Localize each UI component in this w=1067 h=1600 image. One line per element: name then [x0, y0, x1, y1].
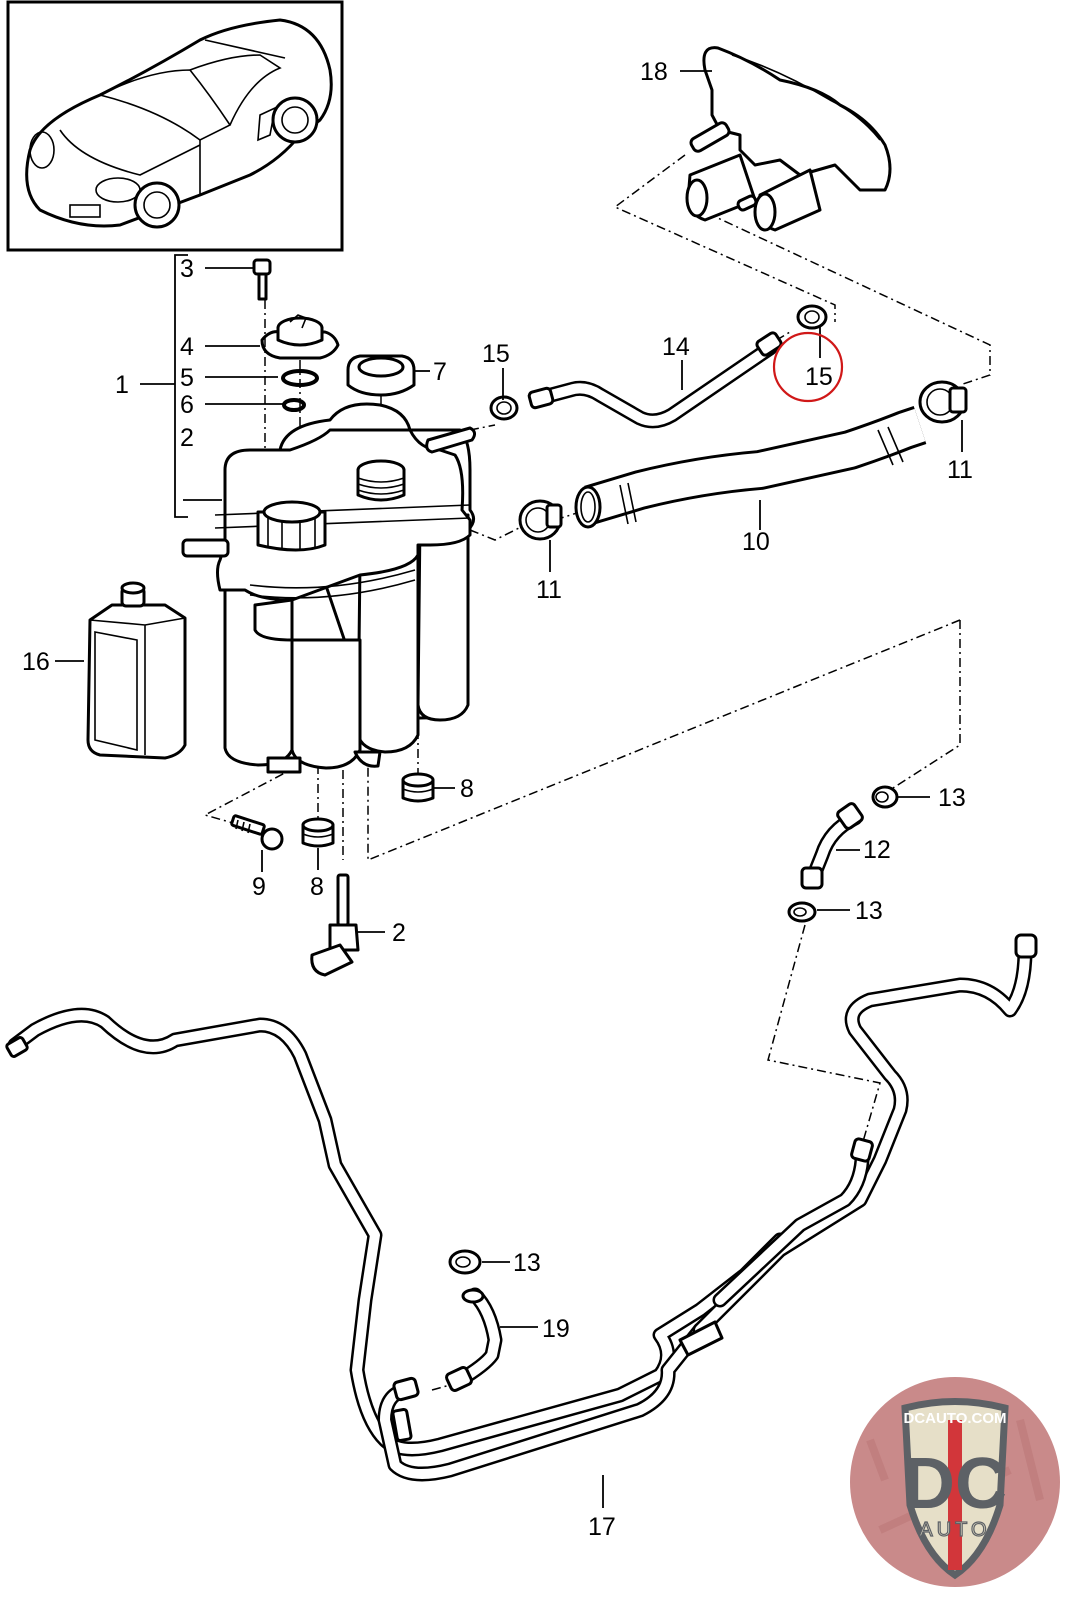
car-icon: [25, 18, 333, 229]
part-13-clamp-lower[interactable]: [448, 1249, 510, 1275]
callout-8-right: 8: [460, 775, 474, 803]
part-11-clamp-right[interactable]: [918, 380, 968, 452]
part-8-grommet-left[interactable]: [301, 817, 335, 870]
part-15-clamp-right[interactable]: [796, 304, 828, 358]
part-4-sensor-flange[interactable]: [205, 314, 340, 360]
callout-10: 10: [742, 528, 770, 556]
part-2-expansion-tank[interactable]: [181, 402, 477, 774]
callout-11-right: 11: [947, 456, 973, 484]
part-9-mounting-bolt[interactable]: [230, 814, 284, 872]
part-2-level-sensor[interactable]: [310, 873, 385, 977]
callout-14: 14: [662, 333, 690, 361]
part-14-vent-hose[interactable]: [527, 331, 783, 429]
logo-stripe: [948, 1420, 962, 1570]
part-19-hose[interactable]: [445, 1287, 538, 1392]
part-13-clamp-upper[interactable]: [871, 785, 930, 809]
logo-top-text: DCAUTO.COM: [903, 1410, 1006, 1427]
callout-12: 12: [863, 836, 891, 864]
part-10-main-hose[interactable]: [574, 406, 927, 530]
callout-2-lower: 2: [392, 919, 406, 947]
callout-2-upper: 2: [180, 424, 194, 452]
callout-13-lower: 13: [513, 1249, 541, 1277]
callout-3: 3: [180, 255, 194, 283]
callout-16: 16: [22, 648, 50, 676]
callout-1: 1: [115, 371, 129, 399]
part-15-clamp-left[interactable]: [489, 368, 519, 421]
logo-sub-text: AUTO: [919, 1519, 990, 1541]
callout-11-left: 11: [536, 576, 562, 604]
callout-6: 6: [180, 391, 194, 419]
part-8-grommet-right[interactable]: [401, 772, 455, 803]
dcauto-logo: DCAUTO.COM DC AUTO: [850, 1377, 1060, 1587]
part-11-clamp-left[interactable]: [518, 499, 563, 572]
callout-5: 5: [180, 364, 194, 392]
part-16-coolant-bottle[interactable]: [55, 581, 187, 760]
highlight-circle-part-15: [772, 331, 844, 403]
part-18-reservoir[interactable]: [680, 46, 892, 232]
callout-4: 4: [180, 333, 194, 361]
callout-8-left: 8: [310, 873, 324, 901]
callout-19: 19: [542, 1315, 570, 1343]
assembly-bracket: [140, 254, 222, 518]
part-7-filler-cap[interactable]: [346, 354, 430, 397]
callout-15-circled: 15: [805, 363, 833, 391]
part-3-bolt[interactable]: [205, 258, 272, 301]
callout-18: 18: [640, 58, 668, 86]
assembly-guide-lines: [202, 154, 991, 1391]
part-12-hose[interactable]: [800, 802, 864, 890]
callout-7: 7: [433, 358, 447, 386]
logo-main-text: DC: [903, 1444, 1007, 1524]
callout-13-middle: 13: [855, 897, 883, 925]
callout-13-upper: 13: [938, 784, 966, 812]
part-6-seal[interactable]: [205, 398, 306, 412]
callout-15-left: 15: [482, 340, 510, 368]
part-13-clamp-middle[interactable]: [787, 901, 850, 923]
part-17-coolant-pipe[interactable]: [5, 933, 1038, 1508]
callout-17: 17: [588, 1513, 616, 1541]
vehicle-thumbnail: [6, 0, 344, 252]
callout-9: 9: [252, 873, 266, 901]
